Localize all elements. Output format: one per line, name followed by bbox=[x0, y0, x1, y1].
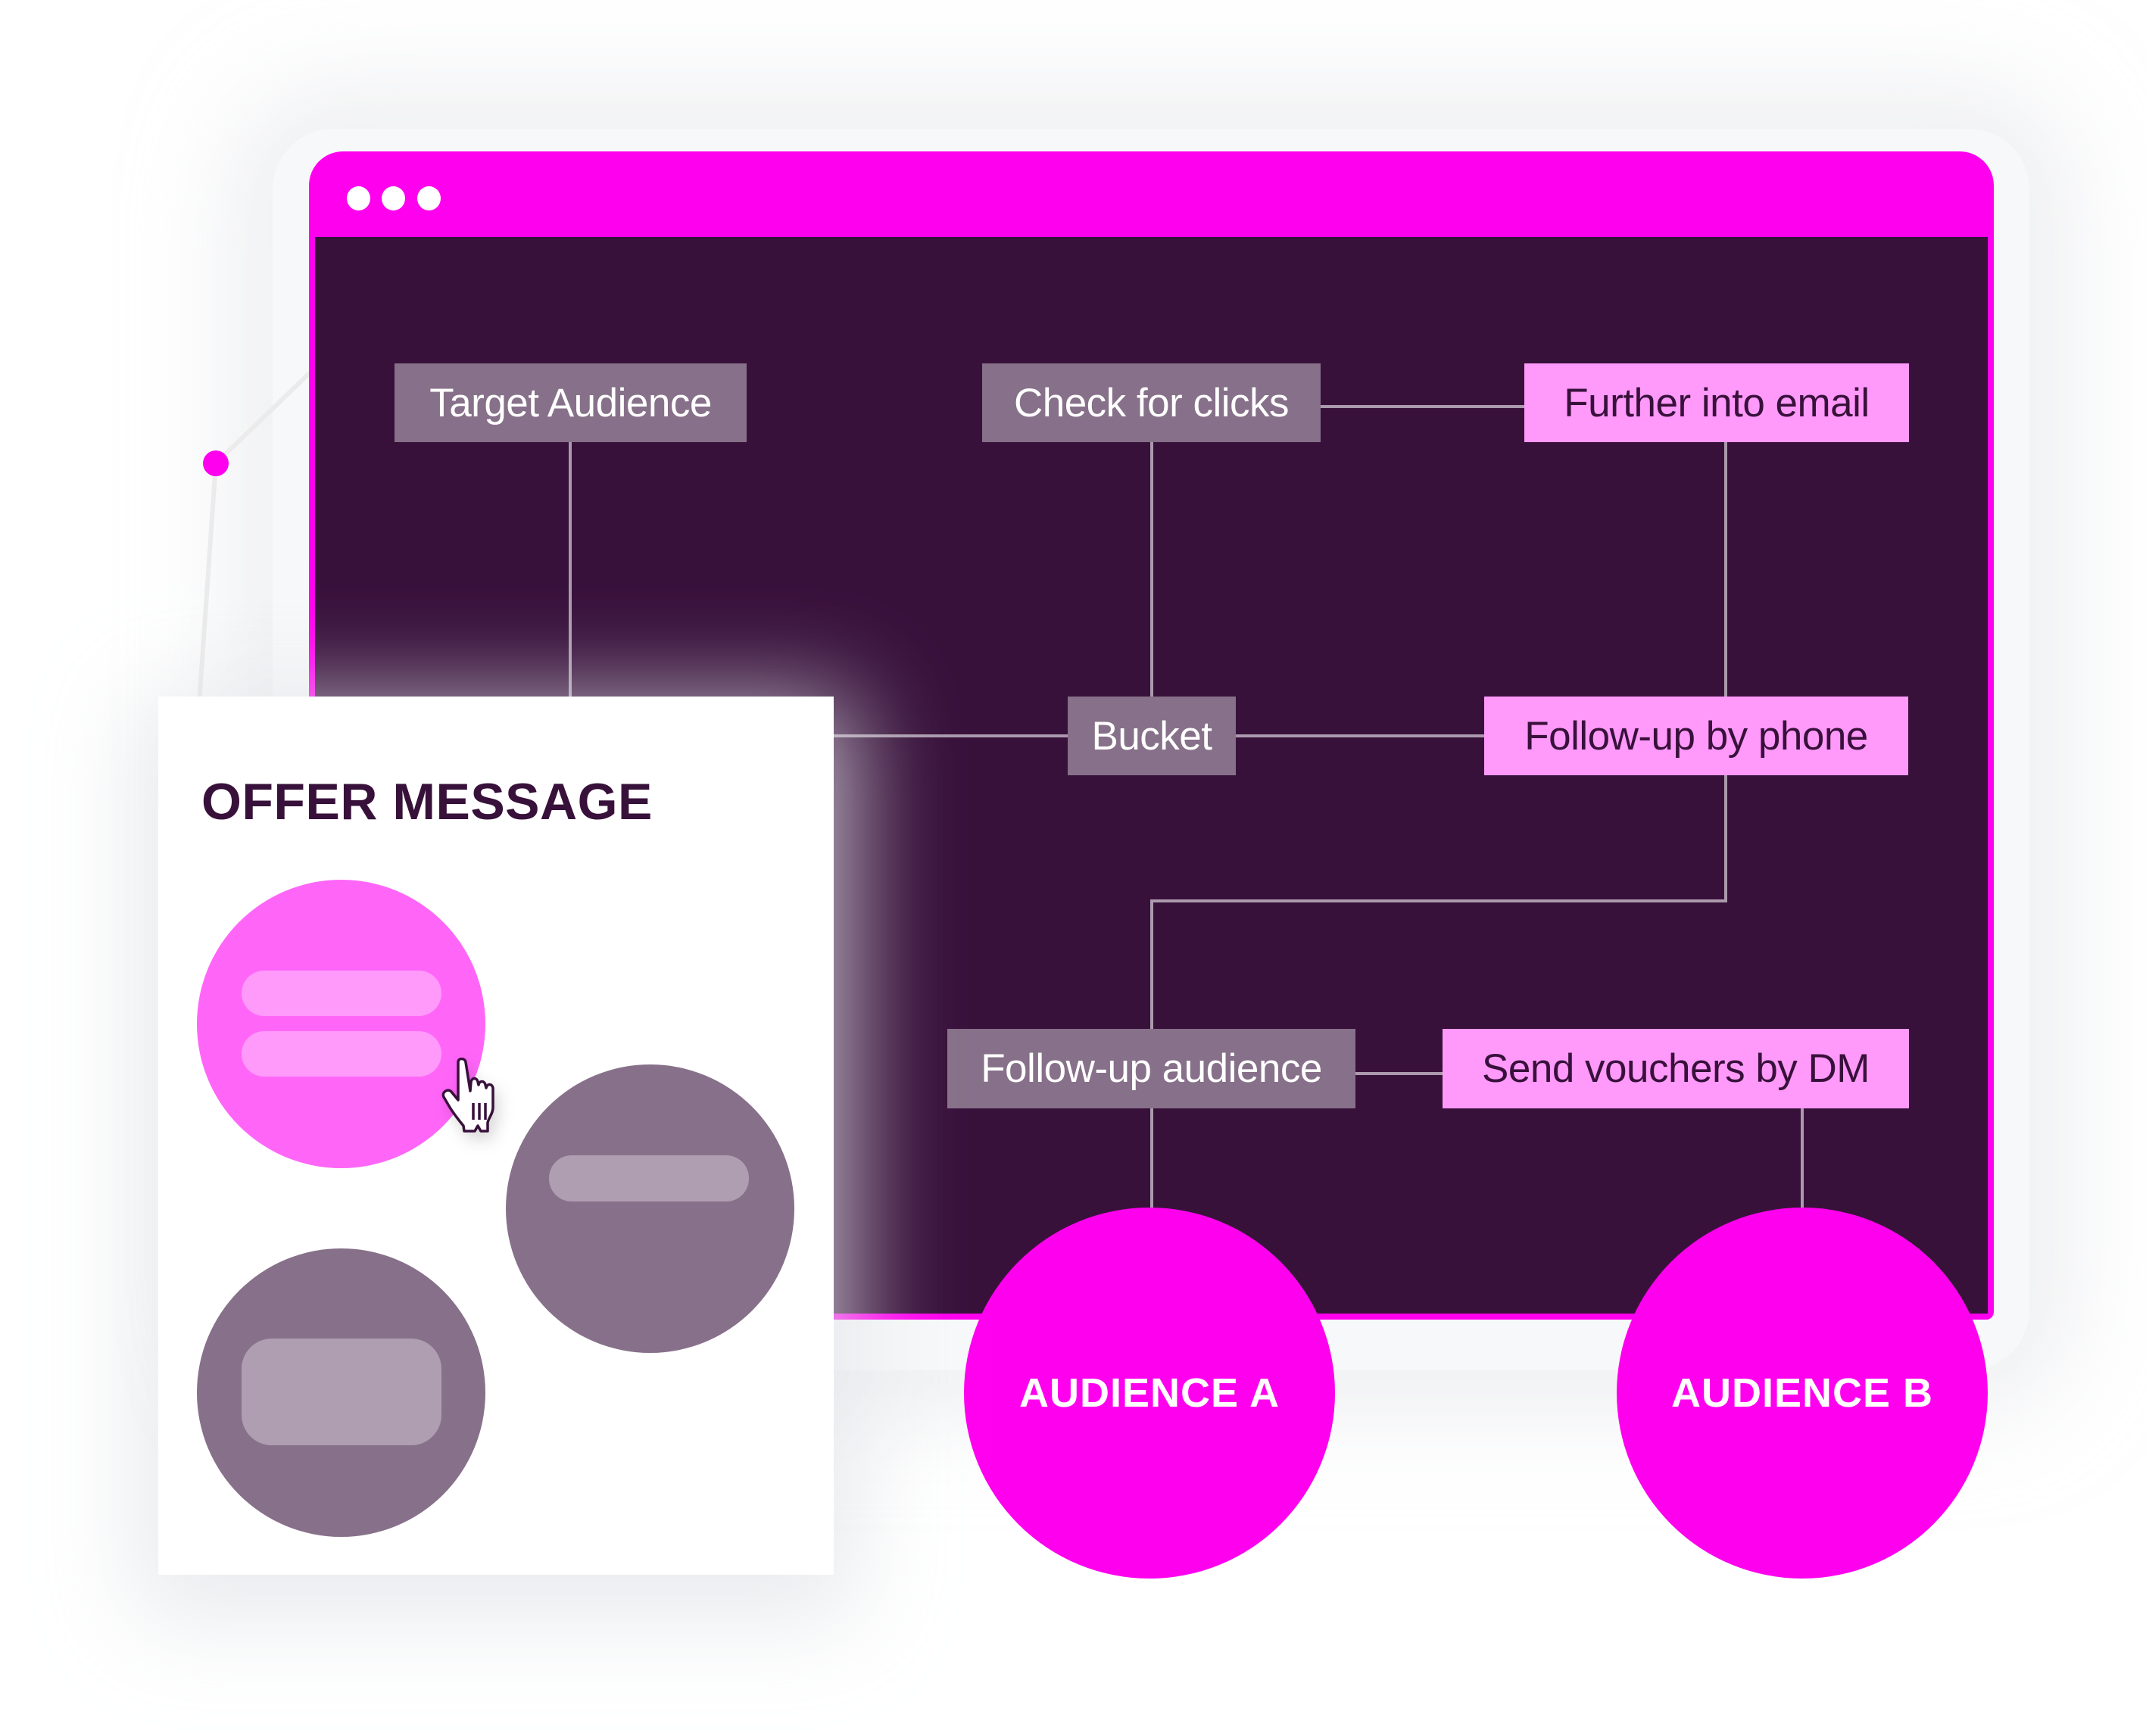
option-selected[interactable] bbox=[197, 880, 485, 1168]
option-text-placeholder bbox=[242, 971, 441, 1016]
connector-check-further bbox=[1321, 405, 1524, 408]
option-text-placeholder bbox=[549, 1155, 749, 1201]
option-text-placeholder bbox=[242, 1031, 441, 1077]
node-label: Bucket bbox=[1091, 713, 1212, 759]
offer-message-card: OFFER MESSAGE bbox=[158, 697, 834, 1575]
connector-check-bucket bbox=[1150, 442, 1153, 697]
node-follow-up-by-phone[interactable]: Follow-up by phone bbox=[1484, 697, 1908, 775]
connector-to-audience-a bbox=[1150, 1108, 1153, 1208]
option-3[interactable] bbox=[197, 1248, 485, 1537]
window-dot-icon[interactable] bbox=[382, 186, 405, 210]
window-titlebar bbox=[309, 151, 1994, 237]
hand-pointer-icon bbox=[441, 1058, 494, 1133]
connector-target-down bbox=[569, 442, 572, 697]
node-bucket[interactable]: Bucket bbox=[1068, 697, 1236, 775]
node-send-vouchers-by-dm[interactable]: Send vouchers by DM bbox=[1443, 1029, 1909, 1108]
connector-phone-down bbox=[1724, 775, 1727, 902]
connector-phone-across bbox=[1150, 899, 1727, 902]
node-label: Follow-up audience bbox=[981, 1046, 1322, 1091]
node-label: Check for clicks bbox=[1013, 380, 1290, 425]
node-label: Further into email bbox=[1564, 380, 1870, 425]
option-2[interactable] bbox=[506, 1064, 794, 1353]
card-title: OFFER MESSAGE bbox=[201, 773, 653, 831]
connector-further-phone bbox=[1724, 442, 1727, 697]
option-image-placeholder bbox=[242, 1339, 441, 1445]
node-label: Follow-up by phone bbox=[1524, 713, 1868, 759]
node-label: Target Audience bbox=[429, 380, 712, 425]
node-check-for-clicks[interactable]: Check for clicks bbox=[982, 363, 1321, 442]
window-dot-icon[interactable] bbox=[347, 186, 370, 210]
decorative-dot bbox=[203, 450, 229, 476]
audience-b-circle[interactable]: AUDIENCE B bbox=[1617, 1208, 1988, 1579]
window-dot-icon[interactable] bbox=[417, 186, 441, 210]
node-follow-up-audience[interactable]: Follow-up audience bbox=[947, 1029, 1355, 1108]
connector-bucket-phone bbox=[1236, 734, 1484, 737]
connector-card-bucket bbox=[834, 734, 1068, 737]
connector-to-audience-b bbox=[1801, 1108, 1804, 1208]
node-further-into-email[interactable]: Further into email bbox=[1524, 363, 1909, 442]
audience-b-label: AUDIENCE B bbox=[1670, 1370, 1934, 1416]
connector-to-followup-audience bbox=[1150, 899, 1153, 1029]
connector-followup-vouchers bbox=[1355, 1072, 1443, 1075]
node-label: Send vouchers by DM bbox=[1482, 1046, 1870, 1091]
audience-a-label: AUDIENCE A bbox=[1018, 1370, 1280, 1416]
node-target-audience[interactable]: Target Audience bbox=[395, 363, 747, 442]
audience-a-circle[interactable]: AUDIENCE A bbox=[964, 1208, 1335, 1579]
